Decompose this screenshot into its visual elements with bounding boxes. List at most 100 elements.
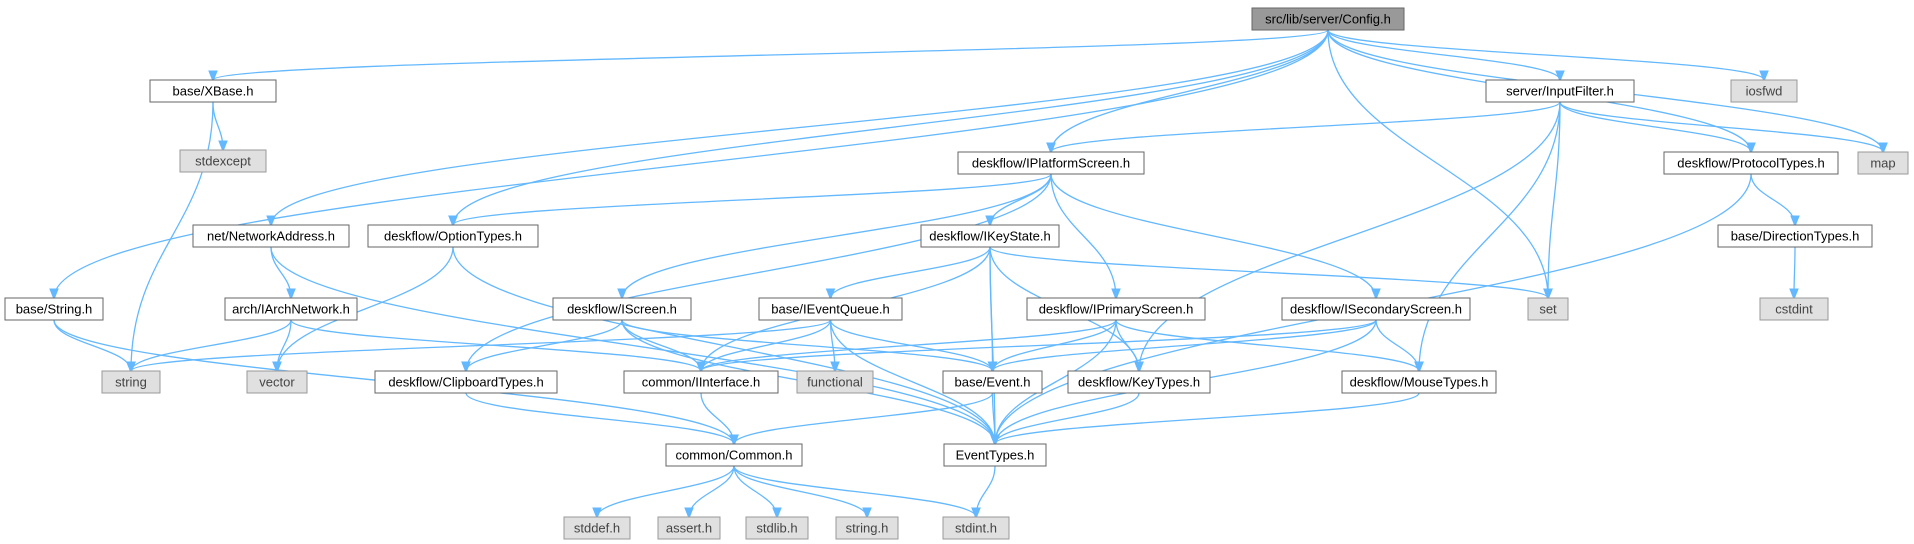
edge-ieventqueue-to-iinterface xyxy=(701,319,832,371)
node-set: set xyxy=(1527,297,1569,321)
edge-clipboardtypes-to-common xyxy=(465,392,734,444)
edge-config-to-xbase xyxy=(213,29,1329,80)
node-label-assert: assert.h xyxy=(666,521,712,536)
node-label-iprimaryscreen: deskflow/IPrimaryScreen.h xyxy=(1039,302,1194,317)
node-iarchnetwork[interactable]: arch/IArchNetwork.h xyxy=(224,297,358,321)
edges-layer xyxy=(53,29,1883,517)
node-label-stddef: stddef.h xyxy=(574,521,620,536)
edge-iprimaryscreen-to-mousetypes xyxy=(1115,319,1419,371)
edge-iprimaryscreen-to-event xyxy=(993,319,1117,371)
node-box-iarchnetwork xyxy=(224,297,358,321)
node-iplatformscreen[interactable]: deskflow/IPlatformScreen.h xyxy=(957,151,1145,175)
node-label-functional: functional xyxy=(807,375,863,390)
node-mousetypes[interactable]: deskflow/MouseTypes.h xyxy=(1341,370,1497,394)
edge-event-to-common xyxy=(734,392,994,444)
nodes-layer: src/lib/server/Config.h base/XBase.h stdex… xyxy=(4,7,1909,540)
node-event[interactable]: base/Event.h xyxy=(942,370,1043,394)
edge-ieventqueue-to-string xyxy=(131,319,832,371)
node-label-inputfilter: server/InputFilter.h xyxy=(1506,84,1614,99)
node-label-common: common/Common.h xyxy=(675,448,792,463)
node-label-protocoltypes: deskflow/ProtocolTypes.h xyxy=(1677,156,1824,171)
edge-iplatformscreen-to-clipboardtypes xyxy=(466,173,1052,371)
node-box-mousetypes xyxy=(1341,370,1497,394)
node-xbase[interactable]: base/XBase.h xyxy=(149,79,277,103)
edge-iplatformscreen-to-isecondaryscreen xyxy=(1050,173,1376,298)
node-keytypes[interactable]: deskflow/KeyTypes.h xyxy=(1067,370,1211,394)
node-label-networkaddress: net/NetworkAddress.h xyxy=(207,229,335,244)
edge-mousetypes-to-eventtypes xyxy=(995,392,1420,444)
node-isecondaryscreen[interactable]: deskflow/ISecondaryScreen.h xyxy=(1281,297,1471,321)
node-iinterface[interactable]: common/IInterface.h xyxy=(623,370,779,394)
edge-config-to-iplatformscreen xyxy=(1051,29,1329,152)
edge-networkaddress-to-iarchnetwork xyxy=(270,246,291,298)
node-optiontypes[interactable]: deskflow/OptionTypes.h xyxy=(367,224,539,248)
edge-common-to-stddef xyxy=(597,465,735,517)
edge-inputfilter-to-iplatformscreen xyxy=(1051,101,1561,152)
node-box-directiontypes xyxy=(1717,224,1873,248)
node-box-set xyxy=(1527,297,1569,321)
edge-isecondaryscreen-to-mousetypes xyxy=(1375,319,1419,371)
edge-protocoltypes-to-directiontypes xyxy=(1750,173,1795,225)
node-label-stdint: stdint.h xyxy=(955,521,997,536)
node-label-directiontypes: base/DirectionTypes.h xyxy=(1731,229,1860,244)
node-stdint: stdint.h xyxy=(942,516,1010,540)
node-protocoltypes[interactable]: deskflow/ProtocolTypes.h xyxy=(1663,151,1839,175)
node-box-networkaddress xyxy=(192,224,350,248)
edge-common-to-stringh xyxy=(733,465,867,517)
edge-config-to-optiontypes xyxy=(453,29,1329,225)
node-label-keytypes: deskflow/KeyTypes.h xyxy=(1078,375,1200,390)
edge-xbase-to-stdexcept xyxy=(212,101,223,150)
edge-iplatformscreen-to-iprimaryscreen xyxy=(1050,173,1116,298)
edge-optiontypes-to-vector xyxy=(277,246,454,371)
node-networkaddress[interactable]: net/NetworkAddress.h xyxy=(192,224,350,248)
node-box-cstdint xyxy=(1759,297,1829,321)
node-common[interactable]: common/Common.h xyxy=(665,443,803,467)
edge-iplatformscreen-to-iscreen xyxy=(622,173,1052,298)
node-label-iscreen: deskflow/IScreen.h xyxy=(567,302,677,317)
node-label-stdlib: stdlib.h xyxy=(756,521,797,536)
node-box-stddef xyxy=(563,516,631,540)
node-ikeystate[interactable]: deskflow/IKeyState.h xyxy=(920,224,1060,248)
node-label-iosfwd: iosfwd xyxy=(1746,84,1783,99)
node-box-iosfwd xyxy=(1730,79,1798,103)
node-box-iscreen xyxy=(552,297,692,321)
node-box-inputfilter xyxy=(1485,79,1635,103)
edge-directiontypes-to-cstdint xyxy=(1794,246,1795,298)
node-stringh_base[interactable]: base/String.h xyxy=(4,297,104,321)
node-box-clipboardtypes xyxy=(374,370,558,394)
node-box-string xyxy=(101,370,161,394)
edge-inputfilter-to-mousetypes xyxy=(1419,101,1561,371)
node-ieventqueue[interactable]: base/IEventQueue.h xyxy=(758,297,903,321)
node-config[interactable]: src/lib/server/Config.h xyxy=(1251,7,1405,31)
node-box-map xyxy=(1857,151,1909,175)
edge-stringh_base-to-string xyxy=(53,319,131,371)
node-box-xbase xyxy=(149,79,277,103)
node-box-ikeystate xyxy=(920,224,1060,248)
node-directiontypes[interactable]: base/DirectionTypes.h xyxy=(1717,224,1873,248)
node-box-isecondaryscreen xyxy=(1281,297,1471,321)
edge-inputfilter-to-keytypes xyxy=(1139,101,1561,371)
edge-config-to-networkaddress xyxy=(271,29,1329,225)
node-inputfilter[interactable]: server/InputFilter.h xyxy=(1485,79,1635,103)
node-clipboardtypes[interactable]: deskflow/ClipboardTypes.h xyxy=(374,370,558,394)
node-iprimaryscreen[interactable]: deskflow/IPrimaryScreen.h xyxy=(1026,297,1206,321)
node-functional: functional xyxy=(796,370,874,394)
node-label-stdexcept: stdexcept xyxy=(195,154,251,169)
node-box-vector xyxy=(246,370,308,394)
node-label-clipboardtypes: deskflow/ClipboardTypes.h xyxy=(388,375,543,390)
node-box-stdexcept xyxy=(179,149,267,173)
node-iscreen[interactable]: deskflow/IScreen.h xyxy=(552,297,692,321)
edge-ieventqueue-to-eventtypes xyxy=(829,319,996,444)
edge-iplatformscreen-to-optiontypes xyxy=(453,173,1052,225)
edge-isecondaryscreen-to-iinterface xyxy=(701,319,1377,371)
node-box-eventtypes xyxy=(943,443,1047,467)
edge-iscreen-to-clipboardtypes xyxy=(466,319,623,371)
edge-inputfilter-to-map xyxy=(1559,101,1883,152)
node-eventtypes[interactable]: EventTypes.h xyxy=(943,443,1047,467)
node-box-keytypes xyxy=(1067,370,1211,394)
node-box-stdlib xyxy=(745,516,809,540)
node-label-ikeystate: deskflow/IKeyState.h xyxy=(929,229,1050,244)
edge-isecondaryscreen-to-event xyxy=(993,319,1377,371)
node-label-stringh_base: base/String.h xyxy=(16,302,93,317)
node-label-map: map xyxy=(1870,156,1895,171)
